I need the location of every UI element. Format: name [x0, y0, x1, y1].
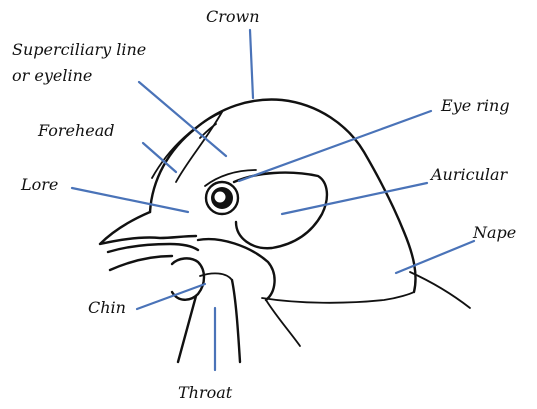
- label-lore: Lore: [20, 175, 58, 194]
- label-superciliary-line-1: Superciliary line: [12, 40, 146, 59]
- label-chin: Chin: [88, 298, 126, 317]
- throat-outline-left: [178, 296, 196, 362]
- label-crown: Crown: [206, 7, 260, 26]
- lore-leader: [72, 188, 188, 212]
- bird-head-illustration: [100, 100, 470, 362]
- submalar-line: [266, 300, 300, 346]
- neck-front-line: [262, 292, 414, 303]
- lower-mandible: [108, 244, 198, 252]
- throat-outline-right: [232, 280, 240, 362]
- crown-leader: [250, 30, 253, 98]
- label-superciliary-line-2: or eyeline: [12, 66, 92, 85]
- label-eye-ring: Eye ring: [440, 96, 510, 115]
- superciliary-leader: [139, 82, 226, 156]
- head-outline: [150, 100, 416, 292]
- label-forehead: Forehead: [37, 121, 115, 140]
- eye-highlight: [214, 191, 226, 203]
- auricular-leader: [282, 183, 427, 214]
- label-throat: Throat: [178, 383, 233, 402]
- neck-back-line: [410, 272, 470, 308]
- upper-mandible: [100, 212, 196, 244]
- leader-lines: [72, 30, 474, 370]
- lower-mandible-tip: [110, 256, 172, 270]
- label-nape: Nape: [472, 223, 516, 242]
- nape-leader: [396, 241, 474, 273]
- auricular-outline: [234, 173, 327, 249]
- forehead-leader: [143, 143, 176, 172]
- labels: Crown Superciliary line or eyeline Eye r…: [12, 7, 516, 402]
- label-auricular: Auricular: [429, 165, 509, 184]
